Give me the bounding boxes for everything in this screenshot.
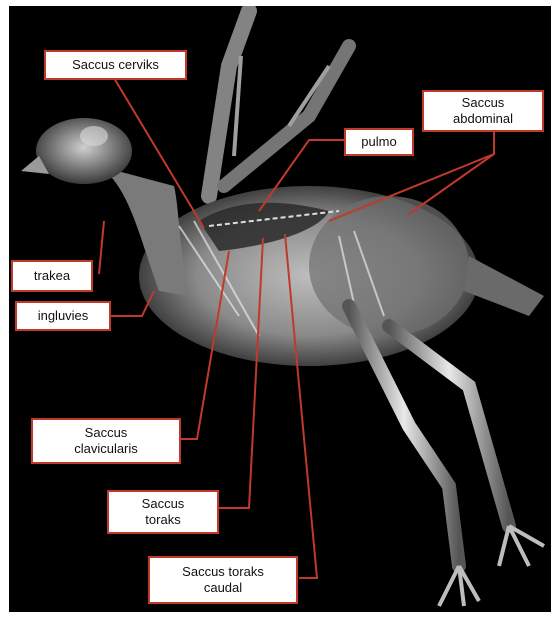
label-saccus-abdominal: Saccus abdominal xyxy=(422,90,544,132)
label-saccus-cerviks: Saccus cerviks xyxy=(44,50,187,80)
wing-bones xyxy=(209,11,349,196)
label-ingluvies: ingluvies xyxy=(15,301,111,331)
label-saccus-clavicularis: Saccus clavicularis xyxy=(31,418,181,464)
label-trakea: trakea xyxy=(11,260,93,292)
label-saccus-toraks-caudal: Saccus toraks caudal xyxy=(148,556,298,604)
head-silhouette xyxy=(36,118,132,184)
xray-image: Saccus cerviks pulmo Saccus abdominal tr… xyxy=(9,6,551,612)
label-pulmo: pulmo xyxy=(344,128,414,156)
label-saccus-toraks: Saccus toraks xyxy=(107,490,219,534)
leg-bones xyxy=(349,306,544,606)
tail xyxy=(464,256,544,316)
